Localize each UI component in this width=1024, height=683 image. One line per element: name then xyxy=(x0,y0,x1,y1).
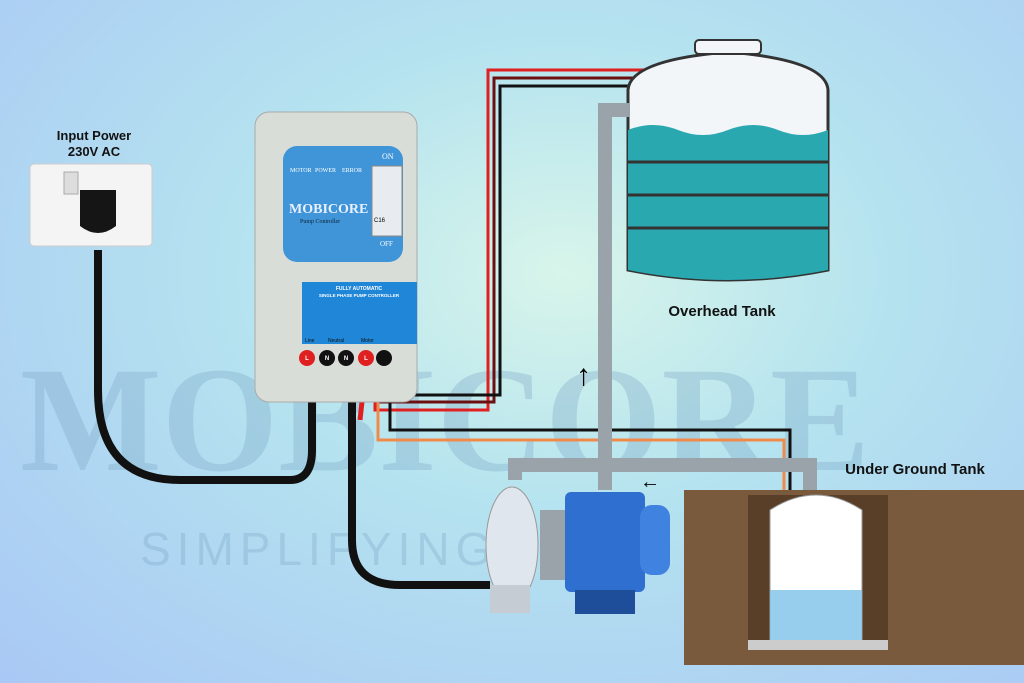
indicator-error: ERROR xyxy=(342,168,362,174)
watermark-tagline: SIMPLIFYING xyxy=(140,523,497,575)
controller-brand: MOBICORE xyxy=(289,202,368,217)
overhead-tank-label: Overhead Tank xyxy=(668,303,776,320)
panel-line-2: SINGLE PHASE PUMP CONTROLLER xyxy=(319,293,400,298)
pipes xyxy=(508,103,817,490)
voltage-label: 230V AC xyxy=(68,144,121,159)
overhead-tank xyxy=(626,39,830,282)
motor-cable xyxy=(348,365,490,589)
underground-tank-label: Under Ground Tank xyxy=(845,461,985,478)
pump xyxy=(485,486,670,614)
terminal-group-neutral: Neutral xyxy=(328,338,344,344)
terminal-n1: N xyxy=(325,356,329,362)
mcb-switch[interactable] xyxy=(371,165,403,237)
underground-tank xyxy=(684,490,1024,665)
terminal-group-motor: Motor xyxy=(361,338,374,344)
pump-controller: MOTOR POWER ERROR ON OFF C16 MOBICORE Pu… xyxy=(254,111,418,403)
terminal-n2: N xyxy=(344,356,348,362)
terminal-group-line: Line xyxy=(305,338,315,344)
flow-arrow-left-icon: ← xyxy=(640,471,660,493)
controller-product: Pump Controller xyxy=(300,219,340,225)
indicator-motor: MOTOR xyxy=(290,168,312,174)
indicator-power: POWER xyxy=(315,168,336,174)
wall-socket xyxy=(29,163,153,247)
mcb-off-label: OFF xyxy=(380,240,393,248)
terminal-l2: L xyxy=(364,356,368,362)
mcb-on-label: ON xyxy=(382,152,394,161)
plug xyxy=(80,190,116,233)
panel-line-1: FULLY AUTOMATIC xyxy=(336,286,383,292)
terminal-l1: L xyxy=(305,356,309,362)
input-power-label: Input Power xyxy=(57,128,131,143)
power-cable xyxy=(94,250,316,484)
flow-arrow-up-icon: ↑ xyxy=(576,359,591,392)
mcb-rating: C16 xyxy=(374,218,386,224)
